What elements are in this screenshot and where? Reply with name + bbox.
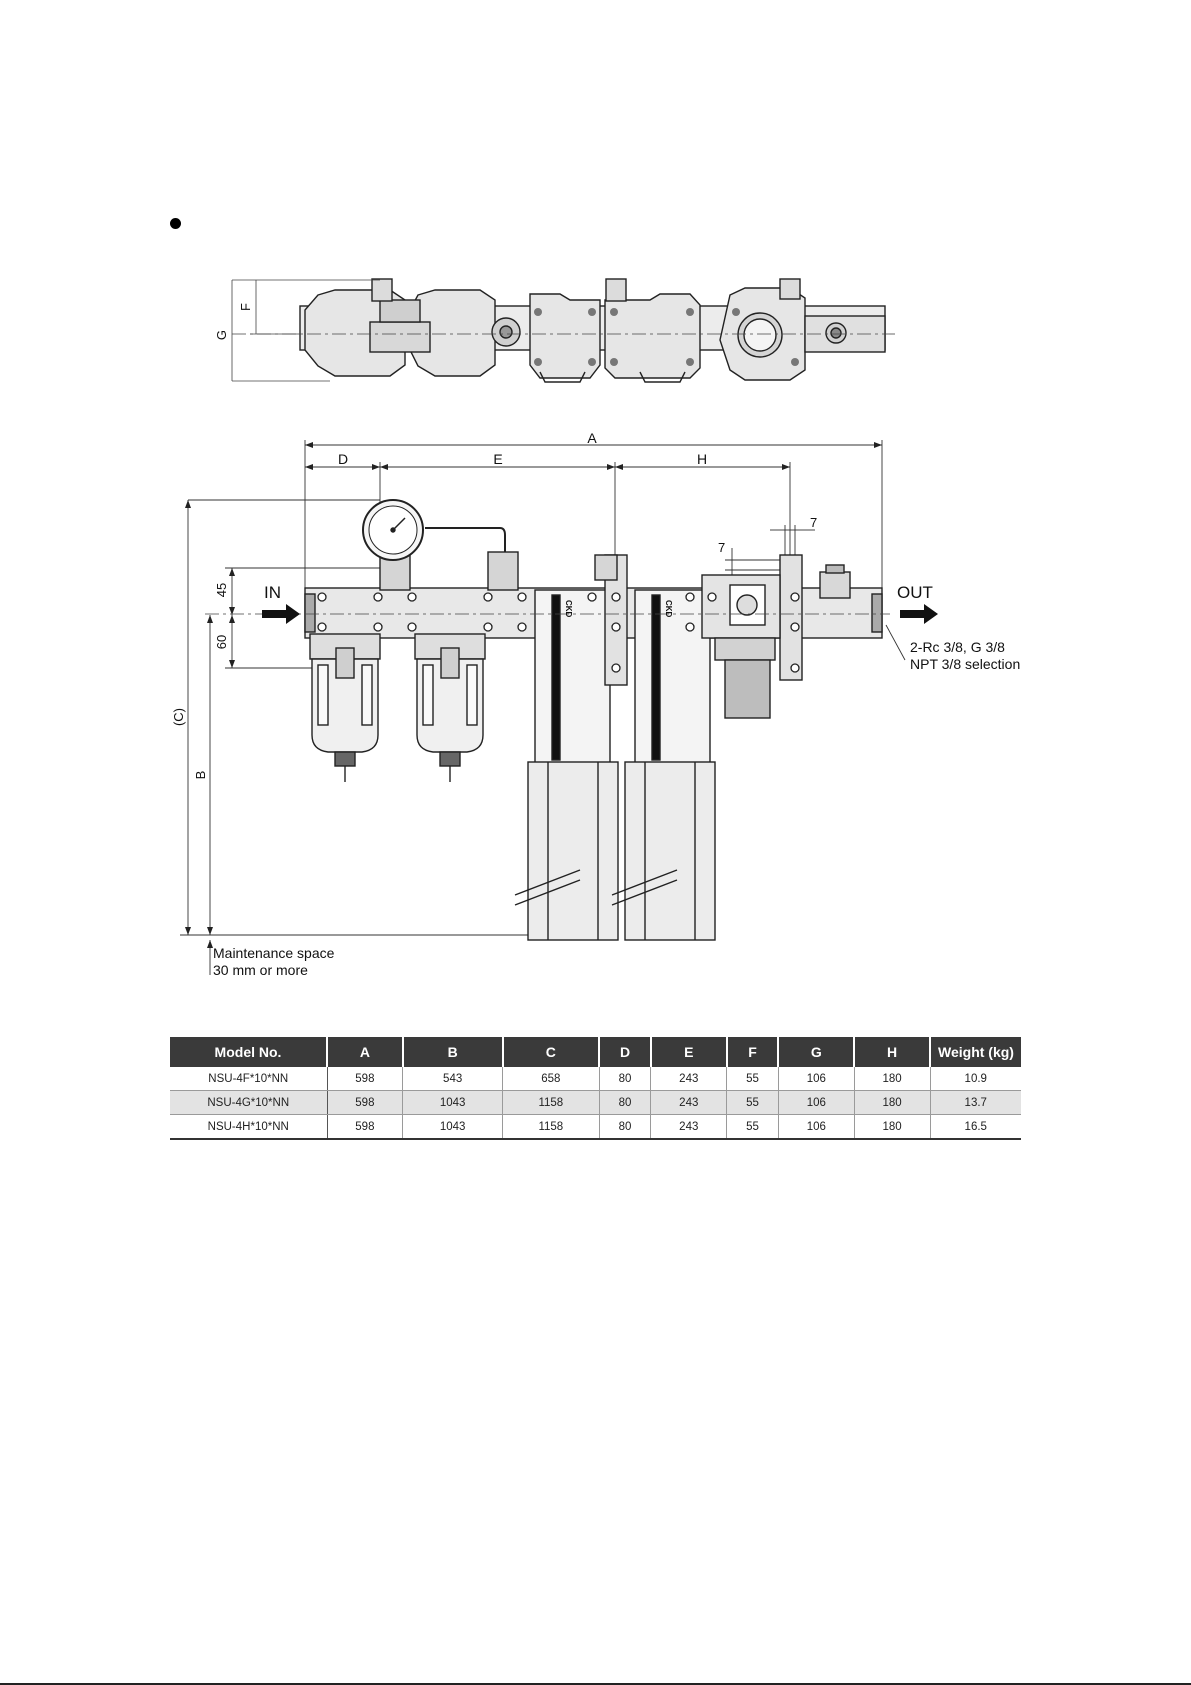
cell-d: 80: [599, 1091, 651, 1115]
cell-b: 1043: [403, 1115, 503, 1140]
cell-b: 543: [403, 1067, 503, 1091]
dim-d-label: D: [338, 451, 348, 467]
header-f: F: [727, 1037, 779, 1067]
table-row: NSU-4G*10*NN 598 1043 1158 80 243 55 106…: [170, 1091, 1021, 1115]
cell-c: 658: [503, 1067, 600, 1091]
dim-c-label: (C): [171, 708, 186, 726]
header-weight: Weight (kg): [930, 1037, 1021, 1067]
dim-45-label: 45: [214, 583, 229, 597]
dim-60-label: 60: [214, 635, 229, 649]
cell-c: 1158: [503, 1115, 600, 1140]
cell-h: 180: [854, 1067, 930, 1091]
header-d: D: [599, 1037, 651, 1067]
port-note-line2: NPT 3/8 selection: [910, 656, 1020, 672]
dim-h-label: H: [697, 451, 707, 467]
front-view: [305, 500, 882, 940]
header-c: C: [503, 1037, 600, 1067]
cell-e: 243: [651, 1115, 727, 1140]
table-row: NSU-4H*10*NN 598 1043 1158 80 243 55 106…: [170, 1115, 1021, 1140]
cell-f: 55: [727, 1067, 779, 1091]
cell-a: 598: [327, 1067, 403, 1091]
dim-f-label: F: [238, 303, 253, 311]
header-model-no: Model No.: [170, 1037, 327, 1067]
cell-d: 80: [599, 1115, 651, 1140]
cell-h: 180: [854, 1115, 930, 1140]
cell-g: 106: [778, 1115, 854, 1140]
dim-e-label: E: [493, 451, 502, 467]
dim-a-label: A: [587, 430, 597, 446]
table-row: NSU-4F*10*NN 598 543 658 80 243 55 106 1…: [170, 1067, 1021, 1091]
dimension-table: Model No. A B C D E F G H Weight (kg) NS…: [170, 1037, 1021, 1140]
header-a: A: [327, 1037, 403, 1067]
inlet-label: IN: [264, 583, 281, 602]
dim-g-label: G: [214, 330, 229, 340]
cell-b: 1043: [403, 1091, 503, 1115]
header-h: H: [854, 1037, 930, 1067]
cell-c: 1158: [503, 1091, 600, 1115]
cell-a: 598: [327, 1115, 403, 1140]
cell-e: 243: [651, 1091, 727, 1115]
cell-g: 106: [778, 1067, 854, 1091]
cell-e: 243: [651, 1067, 727, 1091]
module-brand-label-2: CKD: [664, 600, 673, 618]
table-header-row: Model No. A B C D E F G H Weight (kg): [170, 1037, 1021, 1067]
cell-h: 180: [854, 1091, 930, 1115]
maintenance-note-line1: Maintenance space: [213, 945, 335, 961]
cell-model: NSU-4G*10*NN: [170, 1091, 327, 1115]
cell-f: 55: [727, 1115, 779, 1140]
cell-weight: 13.7: [930, 1091, 1021, 1115]
cell-f: 55: [727, 1091, 779, 1115]
cell-weight: 10.9: [930, 1067, 1021, 1091]
cell-model: NSU-4F*10*NN: [170, 1067, 327, 1091]
outlet-label: OUT: [897, 583, 933, 602]
header-b: B: [403, 1037, 503, 1067]
cell-weight: 16.5: [930, 1115, 1021, 1140]
header-e: E: [651, 1037, 727, 1067]
dim-7-horizontal-label: 7: [810, 515, 817, 530]
cell-d: 80: [599, 1067, 651, 1091]
technical-drawing: G F: [0, 0, 1191, 1030]
dimension-table-container: Model No. A B C D E F G H Weight (kg) NS…: [170, 1037, 1021, 1140]
cell-g: 106: [778, 1091, 854, 1115]
maintenance-note-line2: 30 mm or more: [213, 962, 308, 978]
dim-b-label: B: [193, 771, 208, 780]
top-view: [300, 279, 885, 382]
dim-7-vertical-label: 7: [718, 540, 725, 555]
module-brand-label-1: CKD: [564, 600, 573, 618]
header-g: G: [778, 1037, 854, 1067]
cell-model: NSU-4H*10*NN: [170, 1115, 327, 1140]
cell-a: 598: [327, 1091, 403, 1115]
port-note-line1: 2-Rc 3/8, G 3/8: [910, 639, 1005, 655]
